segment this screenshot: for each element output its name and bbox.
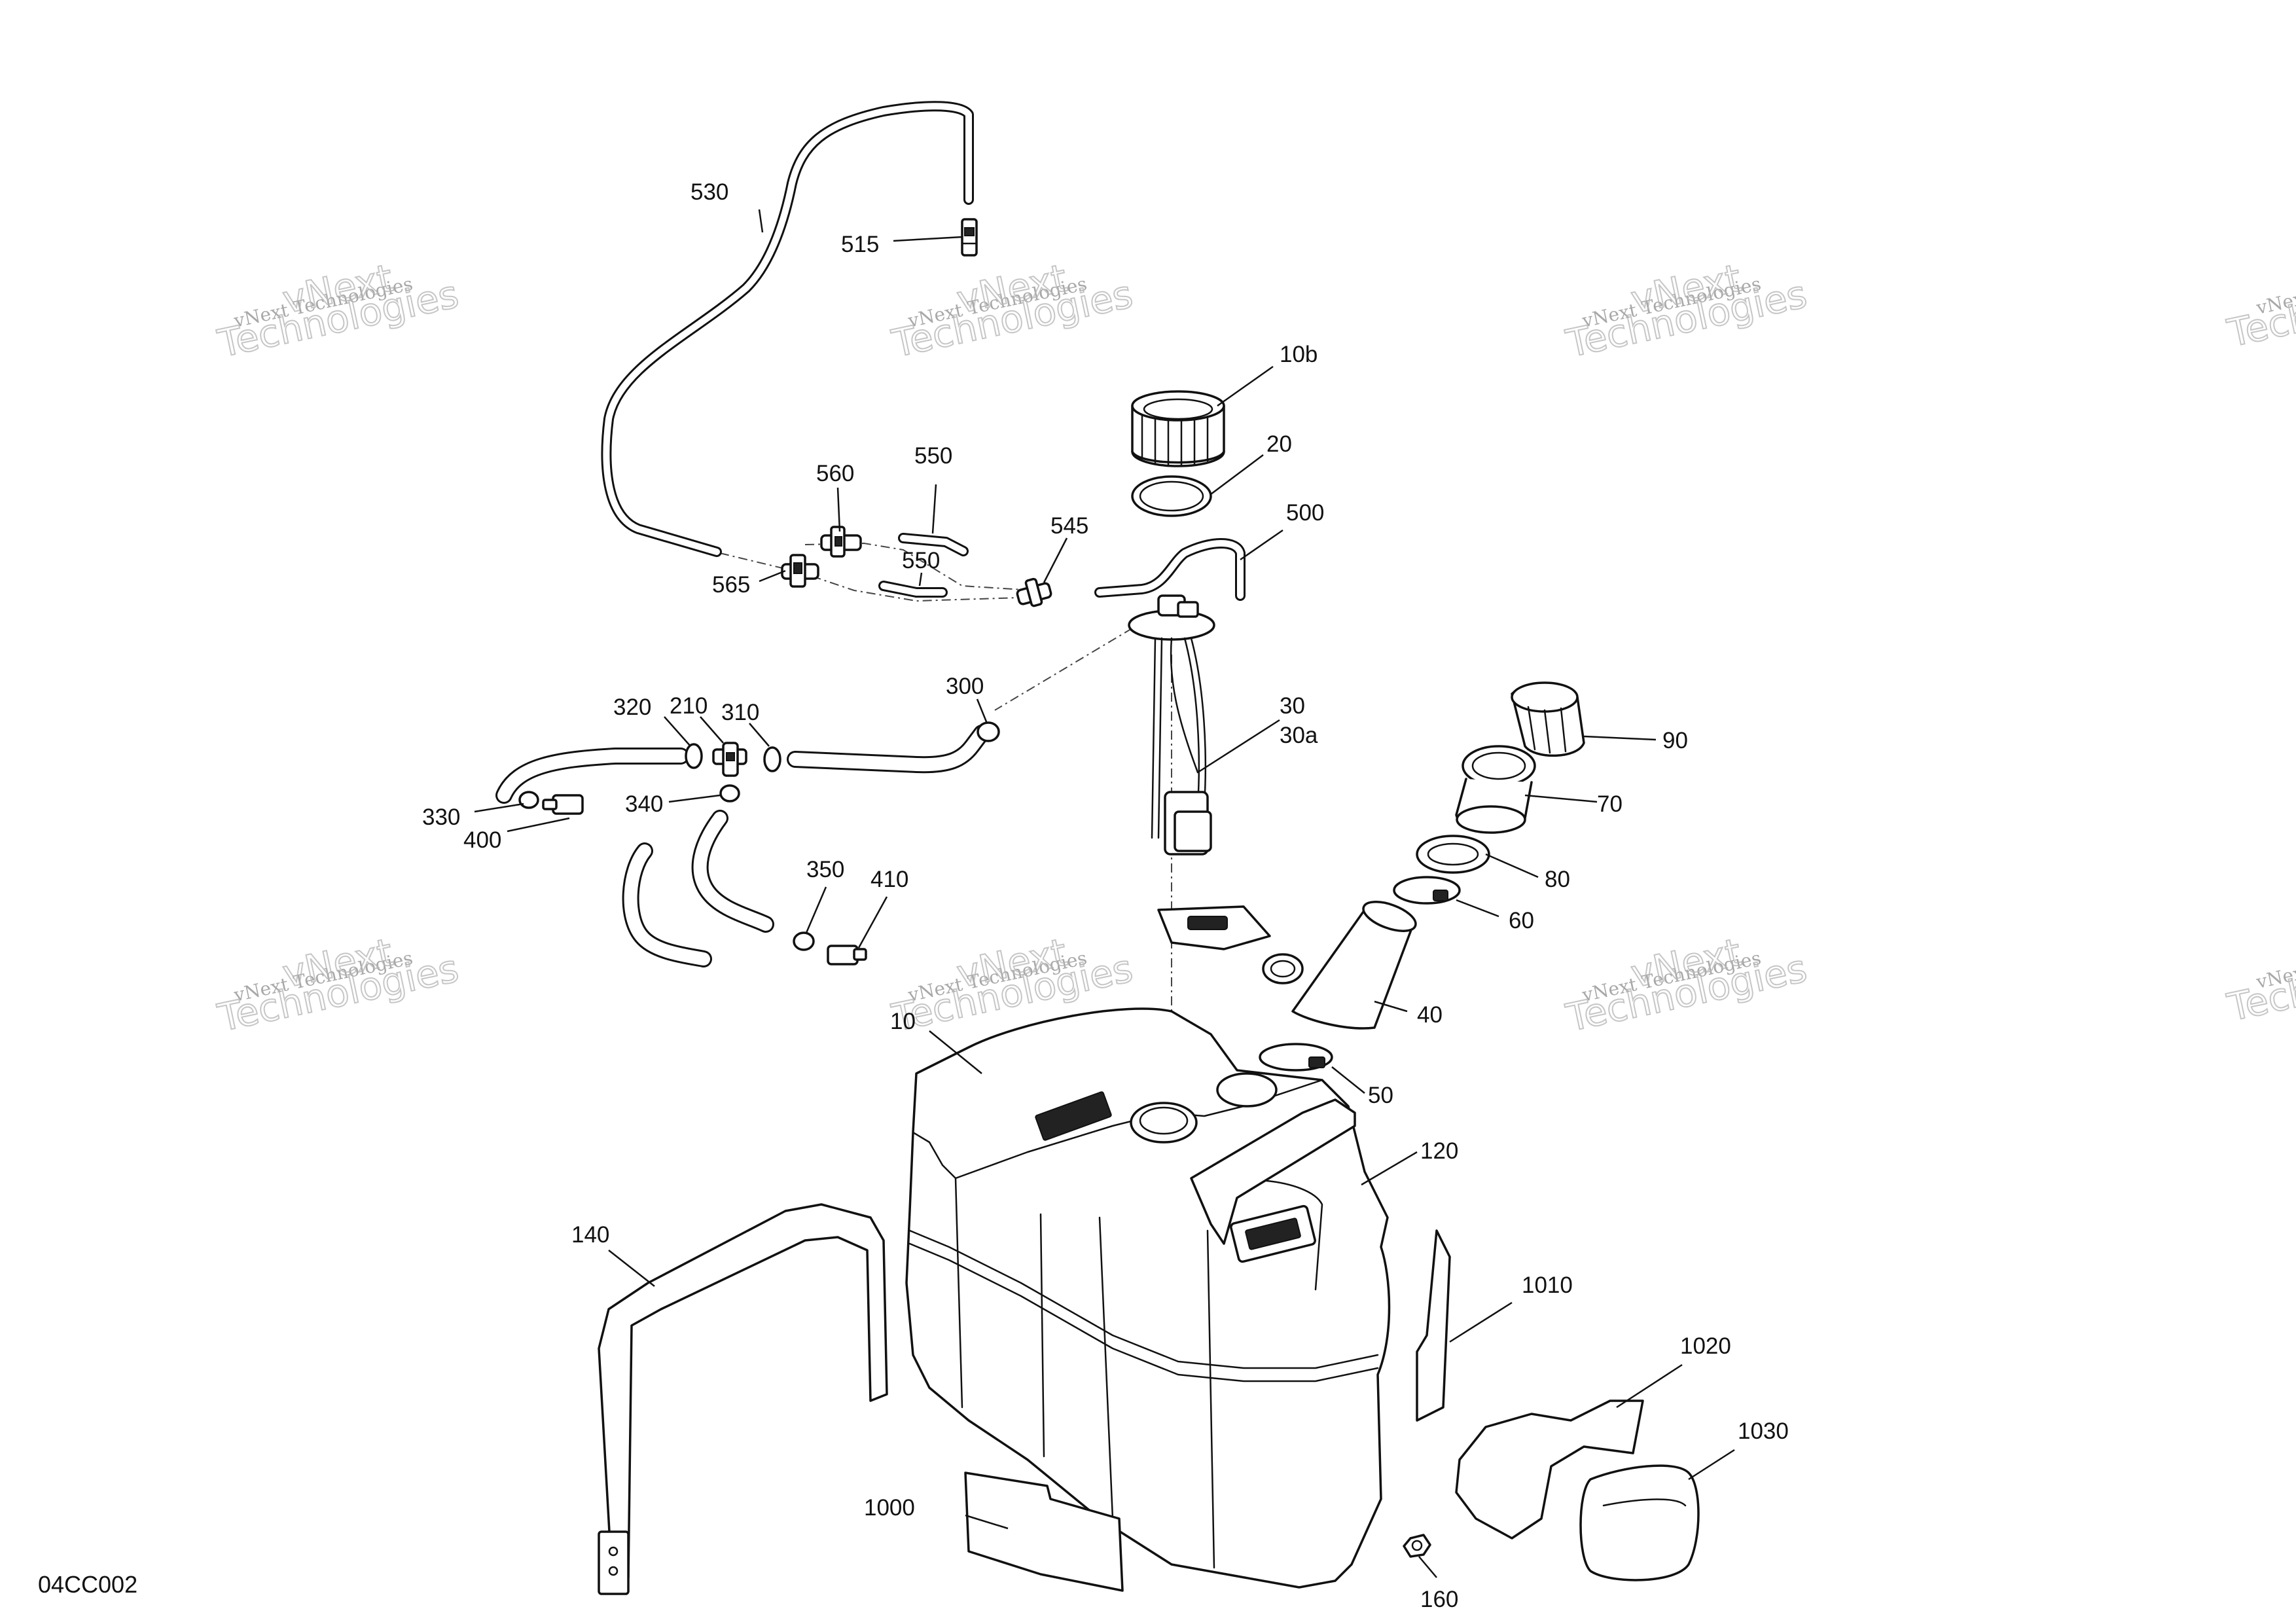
hose-320 bbox=[495, 748, 689, 804]
callout-330: 330 bbox=[422, 804, 460, 830]
hose-550-lower bbox=[878, 581, 948, 598]
fuel-pump-30 bbox=[1128, 594, 1304, 984]
callout-300: 300 bbox=[946, 674, 984, 699]
callout-60: 60 bbox=[1509, 908, 1534, 933]
callout-310: 310 bbox=[721, 700, 759, 725]
callout-210: 210 bbox=[670, 693, 708, 719]
watermark-text: Technologies bbox=[2223, 261, 2296, 355]
callout-565: 565 bbox=[712, 572, 750, 598]
callout-320: 320 bbox=[613, 695, 651, 720]
fuel-hose-500 bbox=[1094, 538, 1246, 601]
seal-20 bbox=[1131, 475, 1212, 517]
callout-340: 340 bbox=[625, 791, 663, 817]
callout-70: 70 bbox=[1597, 791, 1623, 817]
callout-560: 560 bbox=[816, 461, 854, 486]
callout-530: 530 bbox=[691, 179, 728, 205]
vent-hose-530 bbox=[601, 101, 974, 557]
callout-50: 50 bbox=[1368, 1083, 1393, 1108]
callout-40: 40 bbox=[1417, 1002, 1443, 1028]
heat-shield-1010 bbox=[1416, 1229, 1451, 1422]
callout-500: 500 bbox=[1286, 500, 1324, 526]
fuel-tank-10 bbox=[905, 1007, 1391, 1589]
lock-ring-10b bbox=[1131, 390, 1225, 467]
heat-shield-1000 bbox=[964, 1471, 1124, 1592]
callout-30a: 30a bbox=[1280, 723, 1318, 748]
fitting-560 bbox=[820, 526, 862, 558]
fuel-hose-300 bbox=[787, 721, 1000, 774]
clamp-350 bbox=[793, 931, 815, 951]
callout-labels: 530 515 10b 20 500 560 550 550 545 565 3… bbox=[422, 179, 1789, 1612]
watermark-text: Technologies bbox=[2223, 935, 2296, 1030]
callout-10b: 10b bbox=[1280, 342, 1318, 367]
hose-40 bbox=[1291, 901, 1417, 1030]
clamp-340 bbox=[719, 784, 740, 803]
clamp-310 bbox=[763, 746, 781, 772]
callout-30: 30 bbox=[1280, 693, 1305, 719]
diagram-code: 04CC002 bbox=[38, 1571, 137, 1598]
fitting-400 bbox=[542, 794, 584, 815]
callout-80: 80 bbox=[1545, 867, 1570, 892]
callout-160: 160 bbox=[1420, 1587, 1458, 1612]
filler-neck-70 bbox=[1455, 745, 1536, 834]
nut-160 bbox=[1403, 1534, 1431, 1558]
clamp-330 bbox=[518, 791, 539, 809]
callout-515: 515 bbox=[841, 232, 879, 257]
callout-400: 400 bbox=[463, 827, 501, 853]
filler-cap-90 bbox=[1511, 681, 1585, 757]
heat-shield-1020 bbox=[1455, 1399, 1644, 1540]
callout-1020: 1020 bbox=[1680, 1333, 1731, 1359]
hose-lower-middle bbox=[691, 810, 774, 933]
fitting-410 bbox=[827, 945, 867, 965]
callout-140: 140 bbox=[571, 1222, 609, 1248]
callout-350: 350 bbox=[806, 857, 844, 882]
tee-210 bbox=[712, 742, 747, 777]
connector-515 bbox=[961, 218, 978, 257]
callout-1000: 1000 bbox=[864, 1495, 915, 1521]
heat-shield-1030 bbox=[1579, 1464, 1700, 1581]
callout-20: 20 bbox=[1266, 431, 1292, 457]
hose-lower-left bbox=[622, 842, 712, 967]
callout-410: 410 bbox=[870, 867, 908, 892]
clamp-60 bbox=[1393, 876, 1461, 905]
callout-120: 120 bbox=[1420, 1138, 1458, 1164]
hose-550-upper bbox=[898, 533, 969, 556]
leader-lines bbox=[474, 209, 1735, 1578]
callout-550-lower: 550 bbox=[902, 548, 940, 573]
callout-545: 545 bbox=[1050, 513, 1088, 539]
callout-1030: 1030 bbox=[1738, 1418, 1789, 1444]
nut-80 bbox=[1416, 835, 1490, 874]
callout-550-upper: 550 bbox=[914, 443, 952, 469]
fitting-565 bbox=[781, 554, 819, 588]
callout-90: 90 bbox=[1662, 728, 1688, 753]
clamp-50 bbox=[1259, 1043, 1333, 1072]
callout-10: 10 bbox=[890, 1009, 916, 1034]
callout-1010: 1010 bbox=[1522, 1272, 1573, 1298]
clamp-320 bbox=[685, 743, 703, 769]
strap-140 bbox=[598, 1203, 888, 1595]
fitting-545 bbox=[1016, 577, 1052, 607]
